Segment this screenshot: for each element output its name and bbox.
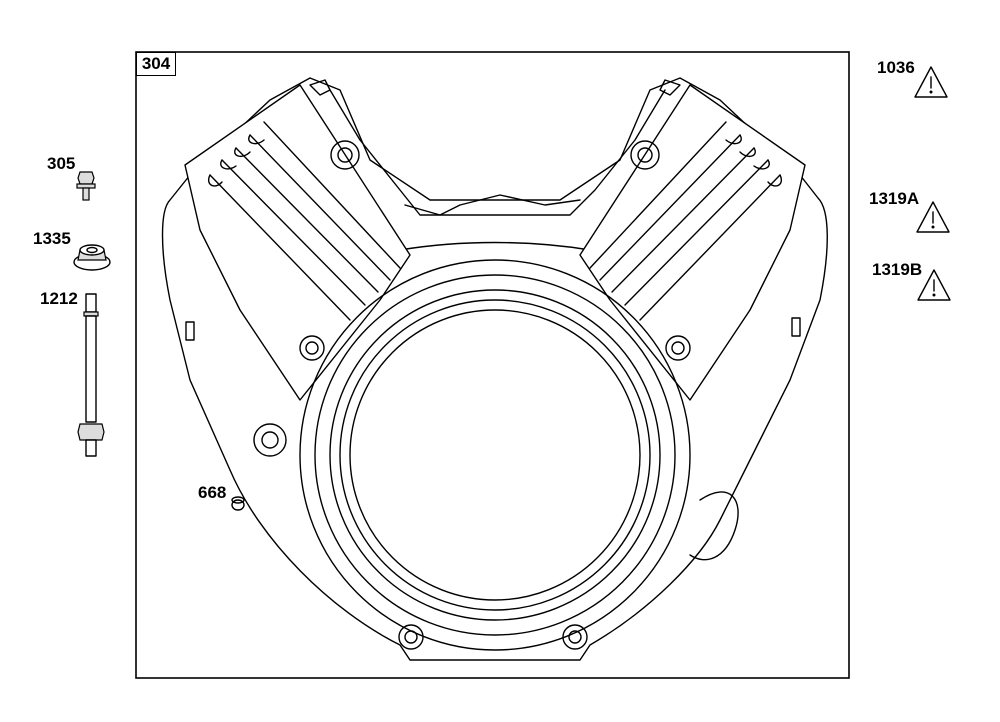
warning-label-1319a: 1319A (869, 189, 920, 208)
right-fins (589, 121, 782, 321)
bolt-305[interactable] (76, 171, 96, 201)
warning-icon[interactable] (916, 201, 950, 233)
part-label-1335: 1335 (33, 229, 71, 248)
blower-housing[interactable] (161, 77, 828, 661)
plug-668[interactable] (231, 496, 245, 511)
fan-opening (349, 309, 641, 601)
warning-icon[interactable] (914, 66, 948, 98)
part-label-1212: 1212 (40, 289, 78, 308)
stud-1212[interactable] (77, 293, 105, 457)
warning-label-1036: 1036 (877, 58, 915, 77)
warning-label-1319b: 1319B (872, 260, 923, 279)
left-fins (208, 121, 401, 321)
assembly-frame (135, 51, 850, 679)
warning-icon[interactable] (917, 269, 951, 301)
nut-1335[interactable] (73, 244, 111, 271)
part-label-668: 668 (198, 483, 227, 502)
main-part-label: 304 (136, 52, 176, 76)
mounting-bosses (253, 140, 691, 650)
part-label-305: 305 (47, 154, 76, 173)
